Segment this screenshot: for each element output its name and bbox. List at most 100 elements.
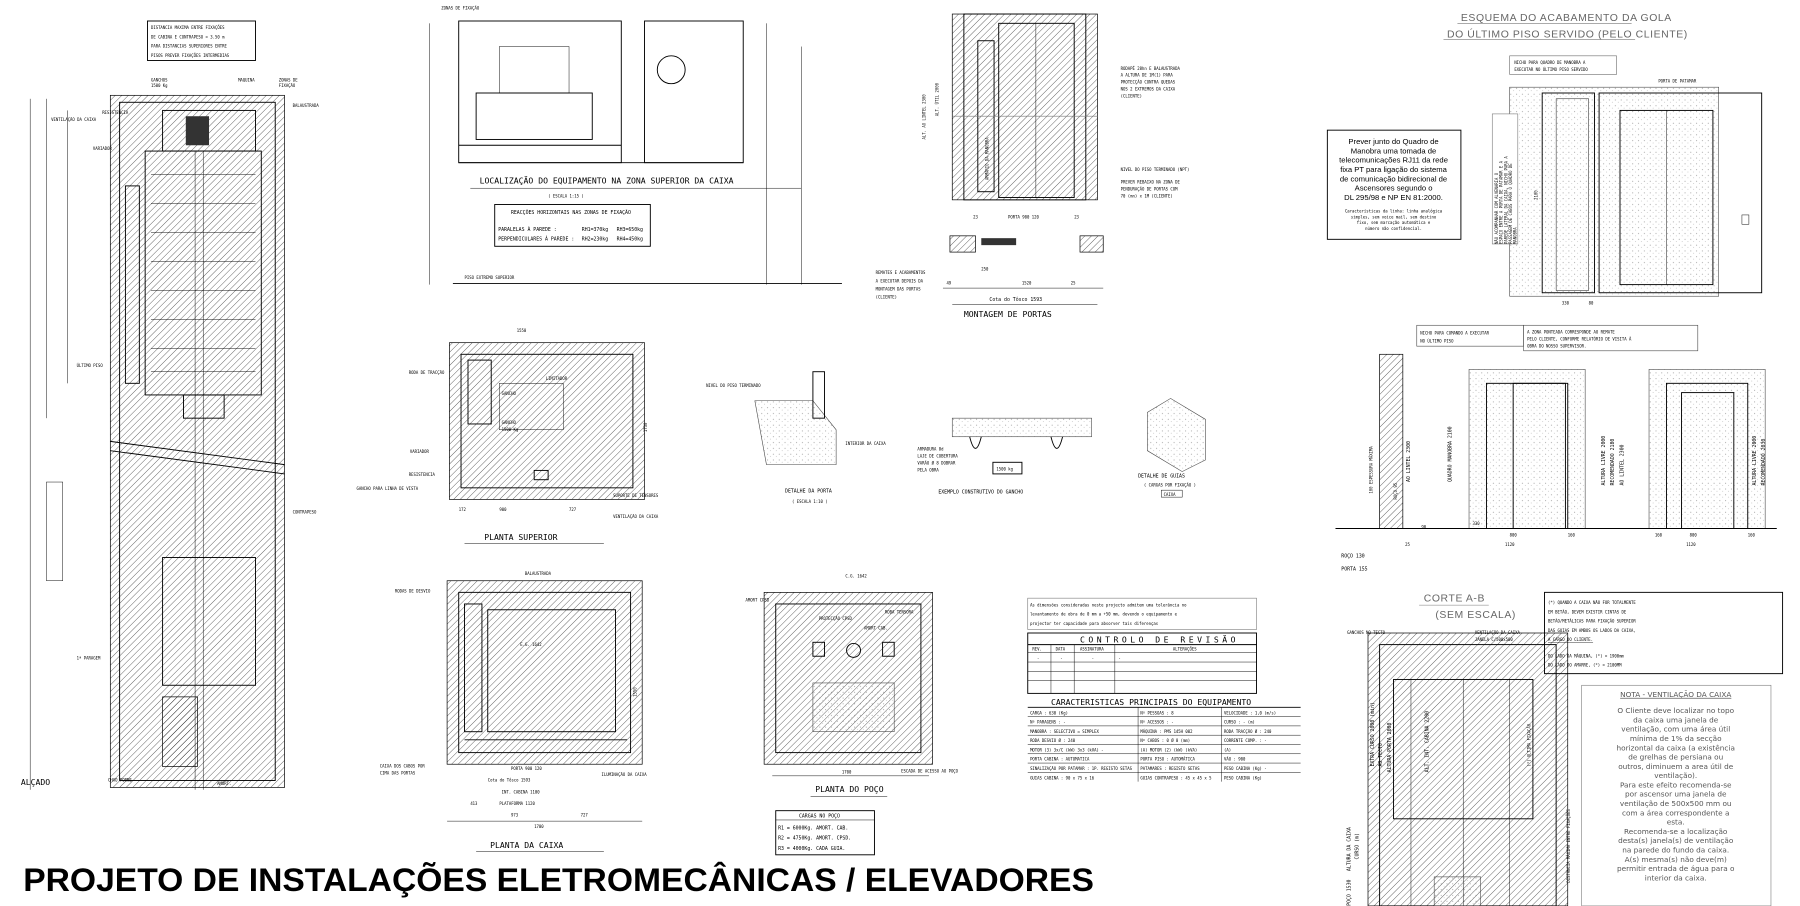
car-lower bbox=[162, 557, 256, 686]
drawing-label: MAQUINA bbox=[238, 77, 255, 82]
drawing-label: PENDURAÇÃO DE PORTAS COM bbox=[1121, 187, 1179, 192]
note-line: DE CABINA E CONTRAPESO = 3.50 m bbox=[151, 34, 225, 39]
reactions-box bbox=[494, 204, 651, 247]
drawing-label: 1120 bbox=[1505, 542, 1515, 547]
drawing-label: PARALELAS À PAREDE : bbox=[498, 226, 557, 233]
drawing-label: 2100 bbox=[1534, 190, 1539, 200]
note-line: PISOS PREVER FIXAÇÕES INTERMEDIAS bbox=[151, 53, 230, 58]
drawing-label: POÇO 1530 bbox=[1347, 879, 1353, 905]
drawing-label: (SEM ESCALA) bbox=[1435, 610, 1516, 621]
drawing-label: ALTERAÇÕES bbox=[1173, 646, 1197, 651]
drawing-label: PESO CABINA (Kg) - bbox=[1224, 766, 1267, 771]
drawing-label: NICHO PARA QUADRO DE MANOBRA A bbox=[1514, 60, 1586, 65]
drawing-label: RODA TRACÇÃO Ø : 240 bbox=[1224, 729, 1272, 734]
pit-loads-box bbox=[775, 810, 875, 856]
pit-plan-title: PLANTA DO POÇO bbox=[815, 784, 883, 794]
drawing-label: 1500 kg bbox=[996, 466, 1013, 471]
drawing-label: - bbox=[1118, 656, 1120, 661]
drawing-label: ALT. AO LINTEL 2300 bbox=[922, 94, 927, 140]
drawing-label: (A) MOTOR (2) (kW) (kVA) bbox=[1140, 747, 1197, 752]
drawing-label: 250 bbox=[981, 267, 989, 272]
drawing-label: VENTILAÇÃO DA CAIXA bbox=[1475, 630, 1521, 635]
drawing-label: ILUMINAÇÃO DA CAIXA bbox=[602, 772, 648, 777]
drawing-label: NOS 2 EXTREMOS DA CAIXA bbox=[1121, 87, 1176, 92]
drawing-label: PORTA CABINA : AUTOMATICA bbox=[1030, 757, 1090, 762]
drawing-label: VENTILAÇÃO DA CAIXA bbox=[51, 117, 97, 122]
drawing-label: PELA OBRA bbox=[917, 468, 939, 473]
drawing-label: esta. bbox=[1667, 818, 1685, 827]
drawing-label: DO LADO DO AMARRE, (*) = 2100MM bbox=[1548, 663, 1622, 668]
drawing-label: EXTRA CURSO 2000 (min) bbox=[1370, 702, 1376, 766]
drawing-label: AO TECTO bbox=[1378, 743, 1384, 766]
drawing-label: ALTURA PORTA 2000 bbox=[1387, 723, 1393, 773]
drawing-label: 90 bbox=[1421, 524, 1426, 529]
main-title: PROJETO DE INSTALAÇÕES ELETROMECÂNICAS /… bbox=[23, 861, 1094, 898]
drawing-label: R2 = 4750Kg. AMORT. CPSD. bbox=[778, 836, 851, 842]
drawing-label: MÁQUINA : PMS 145H 002 bbox=[1140, 729, 1193, 734]
drawing-label: 330 bbox=[1562, 300, 1570, 305]
title-block: As dimensões consideradas neste projecto… bbox=[1027, 597, 1301, 782]
drawing-label: 1500 Kg bbox=[151, 83, 168, 88]
drawing-label: 160 bbox=[1748, 533, 1756, 538]
top-plan-title: PLANTA SUPERIOR bbox=[484, 532, 557, 542]
drawing-label: SINALIZAÇÃO POR PATAMAR : 1P. REGISTO SE… bbox=[1030, 766, 1133, 771]
drawing-label: MONTAGEM DAS PORTAS bbox=[876, 286, 922, 291]
drawing-label: EXECUTAR NO ÚLTIMO PISO SERVIDO bbox=[1514, 67, 1588, 72]
drawing-label: 25 bbox=[1405, 542, 1410, 547]
drawing-label: E.G. 1642 bbox=[520, 642, 542, 647]
drawing-label: 800 bbox=[1690, 533, 1698, 538]
drawing-label: RESISTENCIA bbox=[102, 110, 129, 115]
drawing-label: CORRENTE COMP. : - bbox=[1224, 738, 1267, 743]
drawing-label: Manobra uma tomada de bbox=[1351, 146, 1437, 155]
drawing-label: Nº ACESSOS : - bbox=[1140, 720, 1173, 725]
drawing-label: NÃO ACOMPANHAR COM ALVENARIA O bbox=[1494, 172, 1499, 244]
shaft-plan-view: E.G. 1642 RODAS DE DESVIO BALAUSTRADA CA… bbox=[380, 571, 648, 852]
landing-door bbox=[998, 22, 1075, 198]
drawing-label: 413 bbox=[470, 801, 478, 806]
drawing-label: VÃO : 900 bbox=[1224, 757, 1246, 762]
ventilation-note: NOTA - VENTILAÇÃO DA CAIXA O Cliente dev… bbox=[1581, 684, 1772, 906]
drawing-label: - bbox=[1060, 656, 1062, 661]
note-line: DISTANCIA MAXIMA ENTRE FIXAÇÕES bbox=[151, 25, 225, 30]
drawing-label: ROÇO 130 bbox=[1341, 554, 1364, 560]
equipment-table: CARACTERISTICAS PRINCIPAIS DO EQUIPAMENT… bbox=[1027, 697, 1301, 782]
drawing-label: Prever junto do Quadro de bbox=[1348, 137, 1438, 146]
drawing-label: ZONAS DE bbox=[279, 77, 299, 82]
drawing-label: (*) QUANDO A CAIXA NÃO FOR TOTALMENTE bbox=[1548, 600, 1636, 605]
drawing-label: simples, sem voice mail, sem destino bbox=[1351, 214, 1437, 219]
landing-door-frame bbox=[1598, 92, 1763, 294]
drawing-label: mínima de 1% da secção bbox=[1630, 734, 1722, 743]
drawing-label: ARMADURA 8d bbox=[917, 447, 943, 452]
drawing-label: número não confidencial. bbox=[1365, 226, 1422, 231]
drawing-label: GUIAS CONTRAPESO : 45 x 45 x 5 bbox=[1140, 775, 1212, 780]
elevation-view: DISTANCIA MAXIMA ENTRE FIXAÇÕES DE CABIN… bbox=[21, 20, 319, 790]
gola-scheme: ESQUEMA DO ACABAMENTO DA GOLA DO ÚLTIMO … bbox=[1443, 13, 1763, 305]
drawing-label: PERPENDICULARES À PAREDE : bbox=[498, 235, 574, 242]
drawing-label: MANOBRA : SELECTIVO ☒ SIMPLEX bbox=[1030, 729, 1099, 734]
drawing-label: A ALTURA DE 1M(1) PARA bbox=[1121, 73, 1174, 78]
drawing-label: ventilação de 500x500 mm ou bbox=[1620, 799, 1732, 808]
drawing-label: ( ESCALA 1:15 ) bbox=[548, 194, 584, 199]
drawing-label: 330 bbox=[1473, 521, 1481, 526]
drawing-label: A(s) mesma(s) não deve(m) bbox=[1625, 855, 1727, 864]
drawing-label: Recomenda-se a localização bbox=[1624, 827, 1728, 836]
drawing-label: 49 bbox=[946, 281, 951, 286]
drawing-label: NO ÚLTIMO PISO bbox=[1420, 339, 1454, 344]
car-outline bbox=[487, 609, 616, 733]
drawing-label: CAIXA DOS CABOS POR bbox=[380, 764, 426, 769]
drawing-label: MANOBRA bbox=[1513, 227, 1518, 244]
drawing-label: ESCADA DE ACESSO AO POÇO bbox=[901, 768, 959, 773]
counterweight bbox=[124, 185, 140, 384]
drawing-label: VELOCIDADE : 1,0 (m/s) bbox=[1224, 710, 1276, 715]
ladder bbox=[162, 696, 198, 767]
drawing-label: QUADRO MANOBRA 2100 bbox=[1448, 426, 1454, 482]
drawing-label: AMORT. bbox=[217, 781, 231, 786]
drawing-label: permitir entrada de água para o bbox=[1617, 864, 1735, 873]
drawing-label: de grelhas de persiana ou bbox=[1628, 753, 1723, 762]
drawing-label: DETALHE DA PORTA bbox=[785, 488, 832, 494]
drawing-label: CONTRAPESO bbox=[293, 509, 317, 514]
drawing-label: ARMÁRIO DA MANOBRA bbox=[984, 137, 989, 180]
drawing-label: NIVEL DO PISO TERMINADO bbox=[706, 383, 761, 388]
drawing-label: levantamento de obra de 0 mm a +50 mm, d… bbox=[1030, 612, 1178, 617]
drawing-label: PLATAFORMA 1120 bbox=[499, 801, 535, 806]
